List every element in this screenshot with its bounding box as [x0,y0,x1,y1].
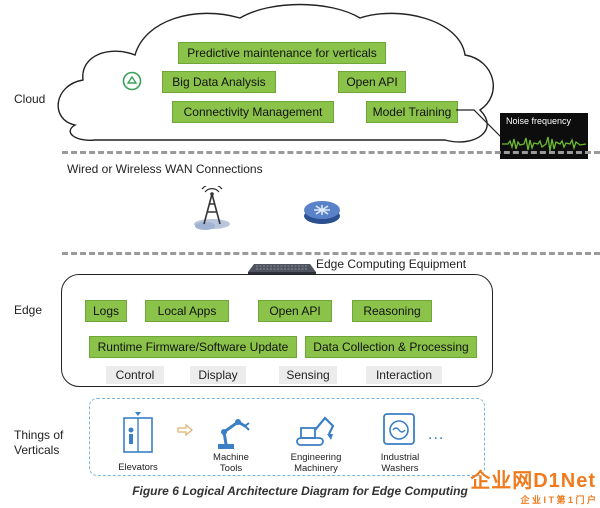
local-apps-box: Local Apps [145,300,229,322]
watermark-brand: 企业网D1Net [470,470,596,492]
machine-tools-label: Machine Tools [213,452,249,474]
industrial-washers-label: Industrial Washers [380,452,420,474]
washer-icon [383,413,415,445]
engineering-machinery-label: Engineering Machinery [290,452,342,474]
predictive-maintenance-box: Predictive maintenance for verticals [178,42,386,64]
elevator-icon [123,412,153,453]
elevators-label: Elevators [118,462,158,473]
robotic-arm-icon [218,419,250,449]
recycle-icon [122,71,142,91]
figure-caption: Figure 6 Logical Architecture Diagram fo… [132,484,468,498]
noise-connector [456,109,503,139]
edge-equipment-label: Edge Computing Equipment [316,257,467,271]
edge-open-api-box: Open API [258,300,332,322]
more-things-ellipsis: ... [428,426,445,443]
display-box: Display [190,366,246,384]
data-collection-box: Data Collection & Processing [305,336,477,358]
arrow-right-icon [177,424,193,436]
watermark: 企业网D1Net 企 业 I T 第 1 门 户 [470,464,596,506]
things-layer-label: Things of Verticals [14,428,64,457]
watermark-subtitle: 企 业 I T 第 1 门 户 [520,495,596,505]
wan-connections-label: Wired or Wireless WAN Connections [67,162,263,176]
separator-cloud-wan [62,151,600,154]
runtime-firmware-box: Runtime Firmware/Software Update [89,336,297,358]
logs-box: Logs [85,300,127,322]
big-data-analysis-box: Big Data Analysis [162,71,276,93]
connectivity-management-box: Connectivity Management [172,101,334,123]
reasoning-box: Reasoning [352,300,432,322]
model-training-box: Model Training [366,101,458,123]
things-container [89,398,485,476]
separator-wan-edge [62,252,600,255]
noise-waveform-icon [502,136,586,152]
router-icon [304,201,340,224]
interaction-box: Interaction [366,366,442,384]
excavator-icon [296,416,335,446]
cloud-open-api-box: Open API [338,71,406,93]
control-box: Control [106,366,164,384]
cloud-layer-label: Cloud [14,92,46,106]
edge-layer-label: Edge [14,303,43,317]
cell-tower-icon [194,186,230,230]
noise-frequency-label: Noise frequency [506,116,572,126]
sensing-box: Sensing [279,366,337,384]
